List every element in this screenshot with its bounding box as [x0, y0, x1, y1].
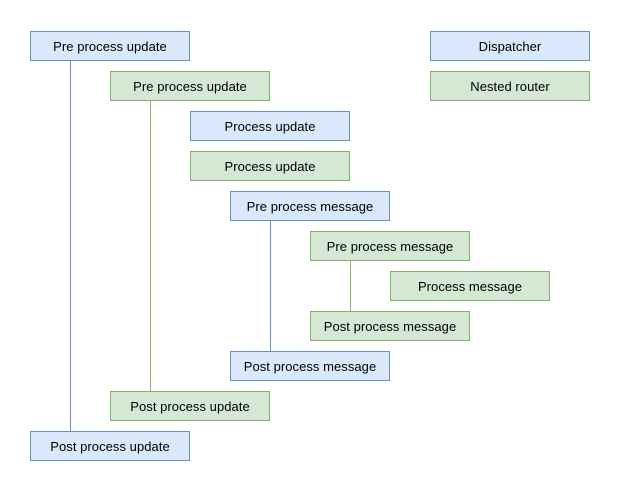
router-update-lifeline [150, 101, 151, 391]
flow-node[interactable]: Pre process update [30, 31, 190, 61]
router-message-lifeline [350, 261, 351, 311]
flow-node[interactable]: Pre process update [110, 71, 270, 101]
flow-node[interactable]: Process update [190, 111, 350, 141]
legend-item-blue: Dispatcher [430, 31, 590, 61]
legend-item-green: Nested router [430, 71, 590, 101]
flow-node[interactable]: Pre process message [230, 191, 390, 221]
flow-node[interactable]: Post process message [230, 351, 390, 381]
flow-node[interactable]: Process update [190, 151, 350, 181]
flow-node[interactable]: Post process message [310, 311, 470, 341]
dispatcher-update-lifeline [70, 61, 71, 431]
dispatcher-message-lifeline [270, 221, 271, 351]
flow-node[interactable]: Pre process message [310, 231, 470, 261]
flow-node[interactable]: Process message [390, 271, 550, 301]
flow-node[interactable]: Post process update [110, 391, 270, 421]
flow-node[interactable]: Post process update [30, 431, 190, 461]
